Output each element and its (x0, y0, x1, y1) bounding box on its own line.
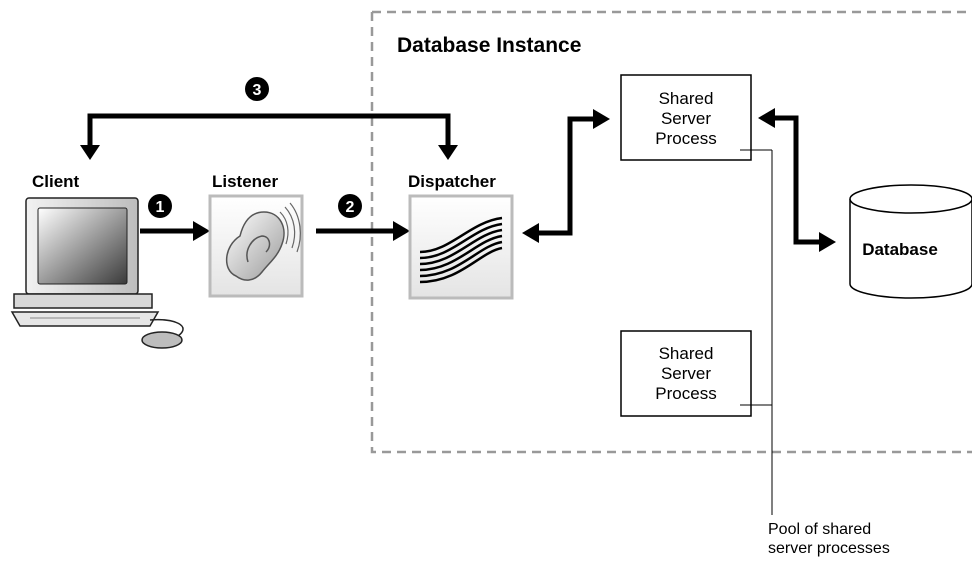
client-label: Client (32, 172, 80, 191)
step-2-badge: 2 (338, 194, 362, 218)
svg-text:Process: Process (655, 384, 716, 403)
listener-label: Listener (212, 172, 279, 191)
pool-note-line1: Pool of shared (768, 521, 871, 538)
svg-text:2: 2 (346, 199, 355, 216)
pool-callout-leader (740, 149, 773, 515)
svg-text:Server: Server (661, 109, 711, 128)
svg-text:1: 1 (156, 199, 165, 216)
shared-server-process-2: Shared Server Process (620, 330, 752, 417)
client-computer-icon (10, 197, 184, 349)
dispatcher-label: Dispatcher (408, 172, 496, 191)
svg-text:Process: Process (655, 129, 716, 148)
step1-arrow (140, 221, 210, 241)
step3-connection-arrow (80, 113, 458, 160)
step-3-badge: 3 (245, 77, 269, 101)
shared-server-process-1: Shared Server Process (620, 74, 752, 161)
svg-text:Shared: Shared (659, 89, 714, 108)
pool-note-line2: server processes (768, 540, 890, 557)
dispatcher-waves-icon (408, 194, 514, 300)
svg-text:Server: Server (661, 364, 711, 383)
database-cylinder-icon (849, 184, 972, 299)
database-instance-title: Database Instance (397, 34, 581, 57)
server-database-arrow (758, 108, 836, 252)
step2-arrow (316, 221, 410, 241)
svg-text:3: 3 (253, 82, 262, 99)
listener-ear-icon (208, 194, 304, 298)
dispatcher-server-arrow (522, 109, 610, 243)
database-label: Database (862, 240, 938, 259)
step-1-badge: 1 (148, 194, 172, 218)
svg-text:Shared: Shared (659, 344, 714, 363)
